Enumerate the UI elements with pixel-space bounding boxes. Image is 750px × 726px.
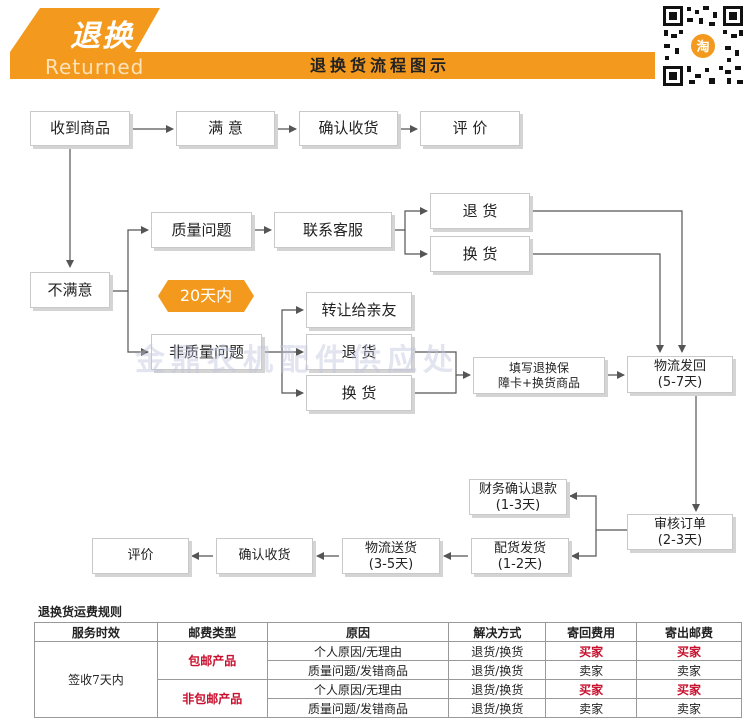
page-title: 退换	[70, 19, 134, 54]
solution-cell: 退货/换货	[448, 660, 547, 680]
send-fee-cell: 买家	[636, 679, 742, 699]
flow-connectors	[66, 125, 700, 560]
table-row: 质量问题/发错商品 退货/换货 卖家 卖家	[35, 698, 742, 718]
finance-refund-box: 财务确认退款 (1-3天)	[469, 479, 567, 515]
confirm-receipt-box: 确认收货	[299, 111, 398, 146]
send-fee-cell: 卖家	[636, 698, 742, 718]
ship-back-box: 物流发回 (5-7天)	[627, 356, 733, 393]
refund-line-2: (1-3天)	[495, 498, 541, 513]
received-goods-box: 收到商品	[30, 111, 130, 146]
table-row: 非包邮产品 个人原因/无理由 退货/换货 买家 买家	[35, 679, 742, 718]
fill-warranty-card-box: 填写退换保 障卡+换货商品	[473, 357, 605, 394]
page-subtitle-en: Returned	[45, 55, 145, 79]
delivery-line-2: (3-5天)	[368, 557, 414, 572]
dispatch-line-2: (1-2天)	[497, 557, 543, 572]
header-cell: 解决方式	[448, 622, 547, 642]
ship-back-line-2: (5-7天)	[657, 375, 703, 390]
review-box-2: 评价	[92, 538, 189, 574]
header-cell: 原因	[266, 622, 450, 642]
send-fee-cell: 卖家	[636, 660, 742, 680]
exchange-box-b: 换 货	[306, 375, 412, 411]
non-quality-issue-box: 非质量问题	[151, 334, 262, 370]
header-cell: 邮费类型	[156, 622, 268, 642]
solution-cell: 退货/换货	[448, 698, 547, 718]
days-badge-shape	[158, 280, 254, 312]
contact-service-box: 联系客服	[274, 212, 392, 248]
ship-back-line-1: 物流发回	[653, 359, 706, 374]
table-row: 签收7天内 包邮产品 个人原因/无理由 退货/换货 买家 买家	[34, 641, 742, 718]
svg-text:淘: 淘	[696, 39, 709, 54]
header-bar	[10, 52, 655, 79]
service-period-cell: 签收7天内	[34, 641, 158, 718]
transfer-to-friends-box: 转让给亲友	[306, 292, 412, 328]
header-tab	[10, 8, 160, 52]
exchange-box-a: 换 货	[430, 236, 530, 272]
reason-cell: 质量问题/发错商品	[266, 660, 450, 680]
days-badge: 20天内	[179, 286, 233, 305]
shipping-type-cell: 包邮产品	[156, 641, 268, 680]
reason-cell: 质量问题/发错商品	[266, 698, 450, 718]
solution-cell: 退货/换货	[448, 679, 547, 699]
audit-line-2: (2-3天)	[657, 533, 703, 548]
watermark: 金鼎农机配件供应处	[135, 343, 459, 378]
dispatch-box: 配货发货 (1-2天)	[471, 538, 569, 574]
send-fee-cell: 买家	[636, 641, 742, 661]
table-header-row: 服务时效 邮费类型 原因 解决方式 寄回费用 寄出邮费	[34, 622, 742, 642]
header-cell: 寄回费用	[545, 622, 638, 642]
shipping-type-cell: 非包邮产品	[156, 679, 268, 718]
dispatch-line-1: 配货发货	[493, 541, 546, 556]
return-box-b: 退 货	[306, 334, 412, 370]
satisfied-box: 满 意	[176, 111, 275, 146]
reason-cell: 个人原因/无理由	[266, 679, 450, 699]
header-cell: 服务时效	[34, 622, 158, 642]
fill-card-line-2: 障卡+换货商品	[497, 376, 581, 390]
return-fee-cell: 卖家	[545, 698, 638, 718]
return-fee-cell: 卖家	[545, 660, 638, 680]
fill-card-line-1: 填写退换保	[508, 361, 569, 375]
confirm-receipt-box-2: 确认收货	[216, 538, 313, 574]
refund-line-1: 财务确认退款	[478, 482, 557, 497]
delivery-box: 物流送货 (3-5天)	[342, 538, 440, 574]
header-cell: 寄出邮费	[636, 622, 742, 642]
return-fee-cell: 买家	[545, 679, 638, 699]
audit-line-1: 审核订单	[653, 517, 706, 532]
quality-issue-box: 质量问题	[151, 212, 252, 248]
delivery-line-1: 物流送货	[364, 541, 417, 556]
flow-title: 退换货流程图示	[309, 56, 450, 75]
rules-title: 退换货运费规则	[38, 605, 123, 619]
return-fee-cell: 买家	[545, 641, 638, 661]
reason-cell: 个人原因/无理由	[266, 641, 450, 661]
review-box: 评 价	[420, 111, 520, 146]
qr-code-icon[interactable]: 淘	[661, 4, 745, 88]
audit-order-box: 审核订单 (2-3天)	[627, 514, 733, 550]
return-box-a: 退 货	[430, 193, 530, 229]
shipping-rules-table: 服务时效 邮费类型 原因 解决方式 寄回费用 寄出邮费 签收7天内 包邮产品 个…	[34, 622, 742, 718]
unsatisfied-box: 不满意	[30, 272, 110, 308]
solution-cell: 退货/换货	[448, 641, 547, 661]
